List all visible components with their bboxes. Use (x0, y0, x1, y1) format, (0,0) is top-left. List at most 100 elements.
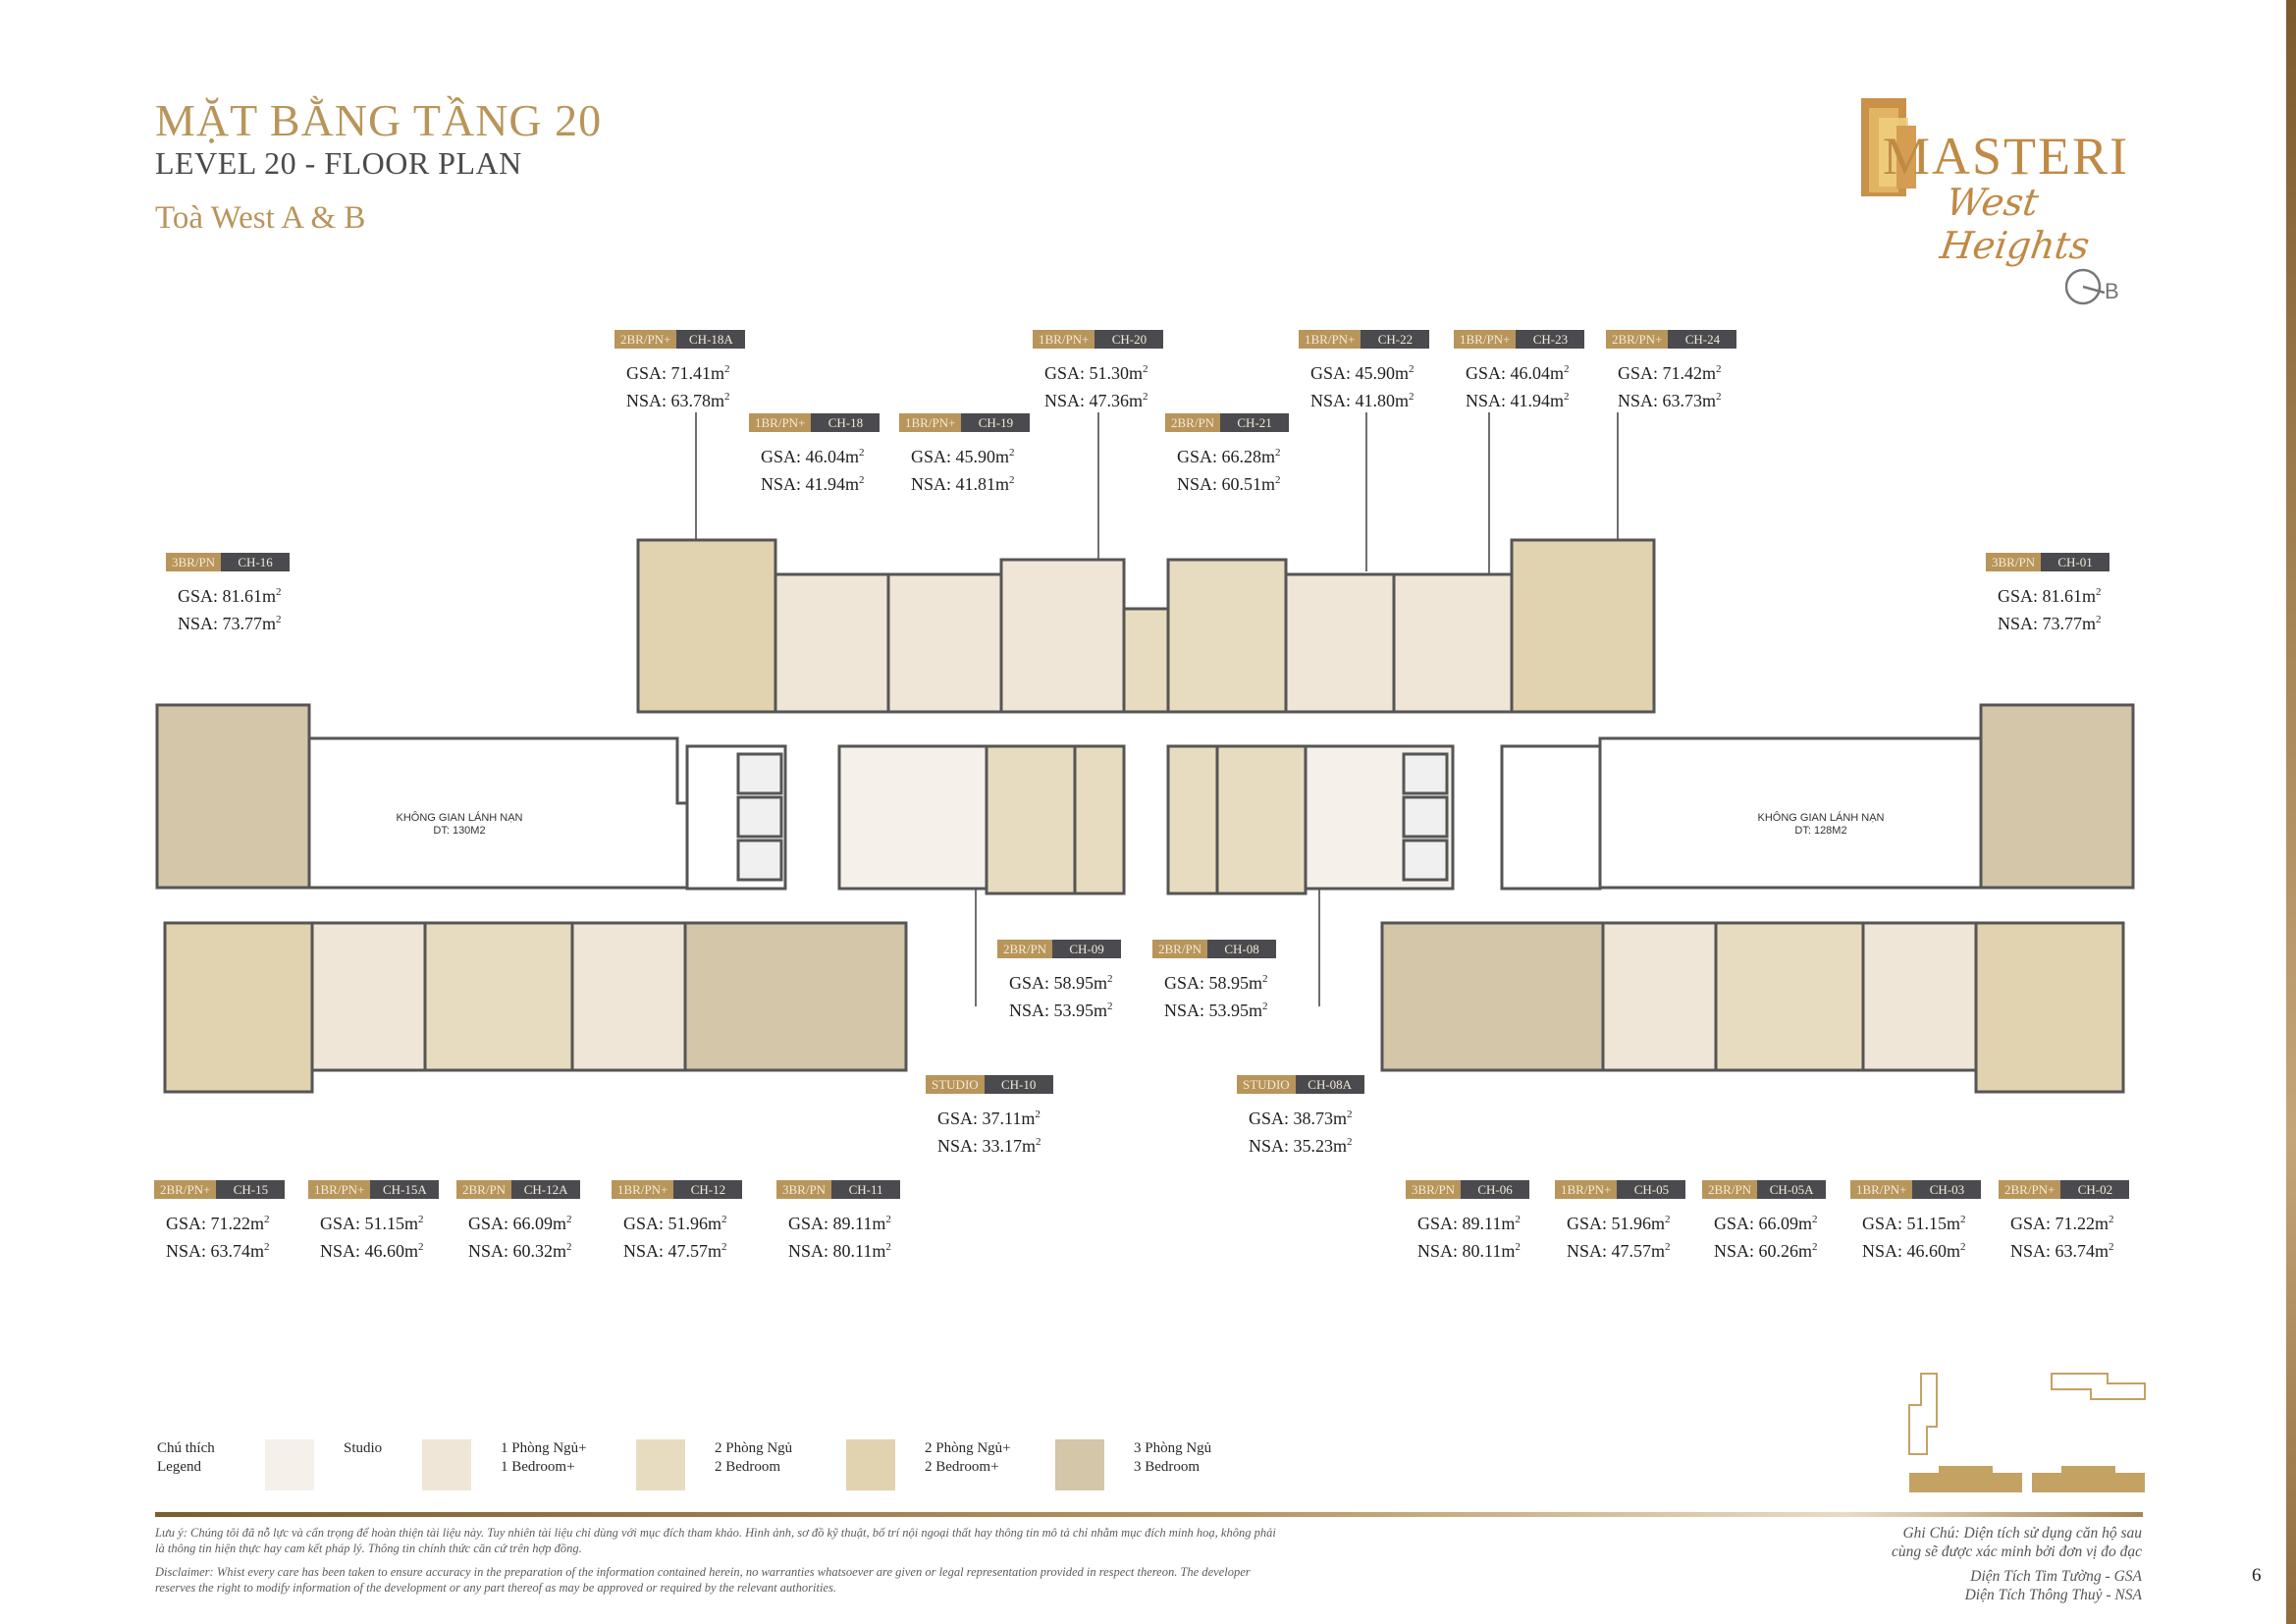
unit-type-badge: 1BR/PN+ (308, 1180, 371, 1199)
nsa-value: NSA: 33.17m (937, 1136, 1037, 1156)
gsa-value: GSA: 37.11m (937, 1109, 1036, 1128)
gsa-value: GSA: 51.96m (1567, 1214, 1666, 1233)
unit-type-badge: 2BR/PN (997, 940, 1053, 958)
nsa-value: NSA: 63.74m (2010, 1241, 2109, 1261)
nsa-value: NSA: 47.57m (623, 1241, 722, 1261)
unit-code-badge: CH-05A (1757, 1180, 1827, 1199)
nsa-value: NSA: 60.32m (468, 1241, 567, 1261)
gsa-value: GSA: 46.04m (1466, 363, 1565, 383)
unit-type-badge: 2BR/PN+ (1606, 330, 1669, 349)
unit-code-badge: CH-08 (1207, 940, 1277, 958)
gsa-value: GSA: 71.22m (2010, 1214, 2109, 1233)
unit-type-badge: 2BR/PN+ (614, 330, 677, 349)
unit-code-badge: CH-12A (511, 1180, 581, 1199)
unit-code-badge: CH-09 (1052, 940, 1122, 958)
logo-wordmark: MASTERI (1883, 127, 2130, 186)
nsa-value: NSA: 46.60m (1862, 1241, 1961, 1261)
gsa-value: GSA: 45.90m (911, 447, 1010, 466)
leader-line (1097, 412, 1099, 562)
unit-code-badge: CH-08A (1295, 1075, 1364, 1094)
leader-line (1318, 889, 1320, 1006)
nsa-value: NSA: 53.95m (1009, 1001, 1108, 1020)
gsa-value: GSA: 51.30m (1044, 363, 1144, 383)
logo-script: West Heights (1937, 181, 2093, 267)
unit-code-badge: CH-12 (673, 1180, 743, 1199)
unit-code-badge: CH-15 (216, 1180, 286, 1199)
nsa-value: NSA: 46.60m (320, 1241, 419, 1261)
disclaimer-english: Disclaimer: Whist every care has been ta… (155, 1565, 1251, 1595)
unit-type-badge: 2BR/PN+ (154, 1180, 217, 1199)
unit-code-badge: CH-18A (676, 330, 746, 349)
unit-type-badge: 2BR/PN (1165, 413, 1221, 432)
gsa-value: GSA: 51.96m (623, 1214, 722, 1233)
leader-line (695, 412, 697, 542)
nsa-value: NSA: 47.57m (1567, 1241, 1666, 1261)
nsa-value: NSA: 80.11m (788, 1241, 886, 1261)
legend-item-1br-plus: 1 Phòng Ngủ+1 Bedroom+ (422, 1439, 587, 1490)
unit-type-badge: 2BR/PN (1702, 1180, 1758, 1199)
legend-swatch (846, 1439, 895, 1490)
gsa-value: GSA: 66.09m (468, 1214, 567, 1233)
gsa-value: GSA: 81.61m (178, 586, 277, 606)
leader-line (1488, 412, 1490, 574)
nsa-value: NSA: 80.11m (1417, 1241, 1516, 1261)
unit-type-badge: 1BR/PN+ (1299, 330, 1362, 349)
refuge-right-area: DT: 128M2 (1794, 825, 1846, 837)
unit-code-badge: CH-23 (1516, 330, 1585, 349)
nsa-value: NSA: 47.36m (1044, 391, 1144, 410)
floor-plan-drawing: KHÔNG GIAN LÁNH NẠN DT: 130M2 KHÔNG GIAN… (155, 538, 2135, 1094)
nsa-value: NSA: 63.74m (166, 1241, 265, 1261)
unit-type-badge: 2BR/PN (1152, 940, 1208, 958)
gsa-value: GSA: 58.95m (1164, 973, 1263, 993)
nsa-value: NSA: 35.23m (1249, 1136, 1348, 1156)
north-compass-icon (2064, 268, 2106, 305)
unit-code-badge: CH-03 (1912, 1180, 1982, 1199)
nsa-value: NSA: 41.80m (1310, 391, 1410, 410)
unit-code-badge: CH-21 (1220, 413, 1290, 432)
legend-title: Chú thích Legend (157, 1440, 215, 1475)
unit-code-badge: CH-11 (831, 1180, 901, 1199)
gsa-value: GSA: 38.73m (1249, 1109, 1348, 1128)
legend-swatch (636, 1439, 685, 1490)
gsa-value: GSA: 89.11m (1417, 1214, 1516, 1233)
gsa-value: GSA: 66.28m (1177, 447, 1276, 466)
legend-item-studio: Studio (265, 1439, 382, 1490)
unit-type-badge: 1BR/PN+ (1555, 1180, 1618, 1199)
legend-swatch (265, 1439, 314, 1490)
legend-swatch (1055, 1439, 1104, 1490)
unit-code-badge: CH-15A (370, 1180, 440, 1199)
unit-code-badge: CH-01 (2041, 553, 2110, 571)
page-number: 6 (2252, 1565, 2262, 1586)
unit-type-badge: 1BR/PN+ (899, 413, 962, 432)
unit-code-badge: CH-24 (1668, 330, 1737, 349)
unit-type-badge: 3BR/PN (166, 553, 222, 571)
unit-type-badge: 1BR/PN+ (1033, 330, 1095, 349)
refuge-left-area: DT: 130M2 (433, 825, 485, 837)
nsa-value: NSA: 73.77m (1998, 614, 2097, 633)
